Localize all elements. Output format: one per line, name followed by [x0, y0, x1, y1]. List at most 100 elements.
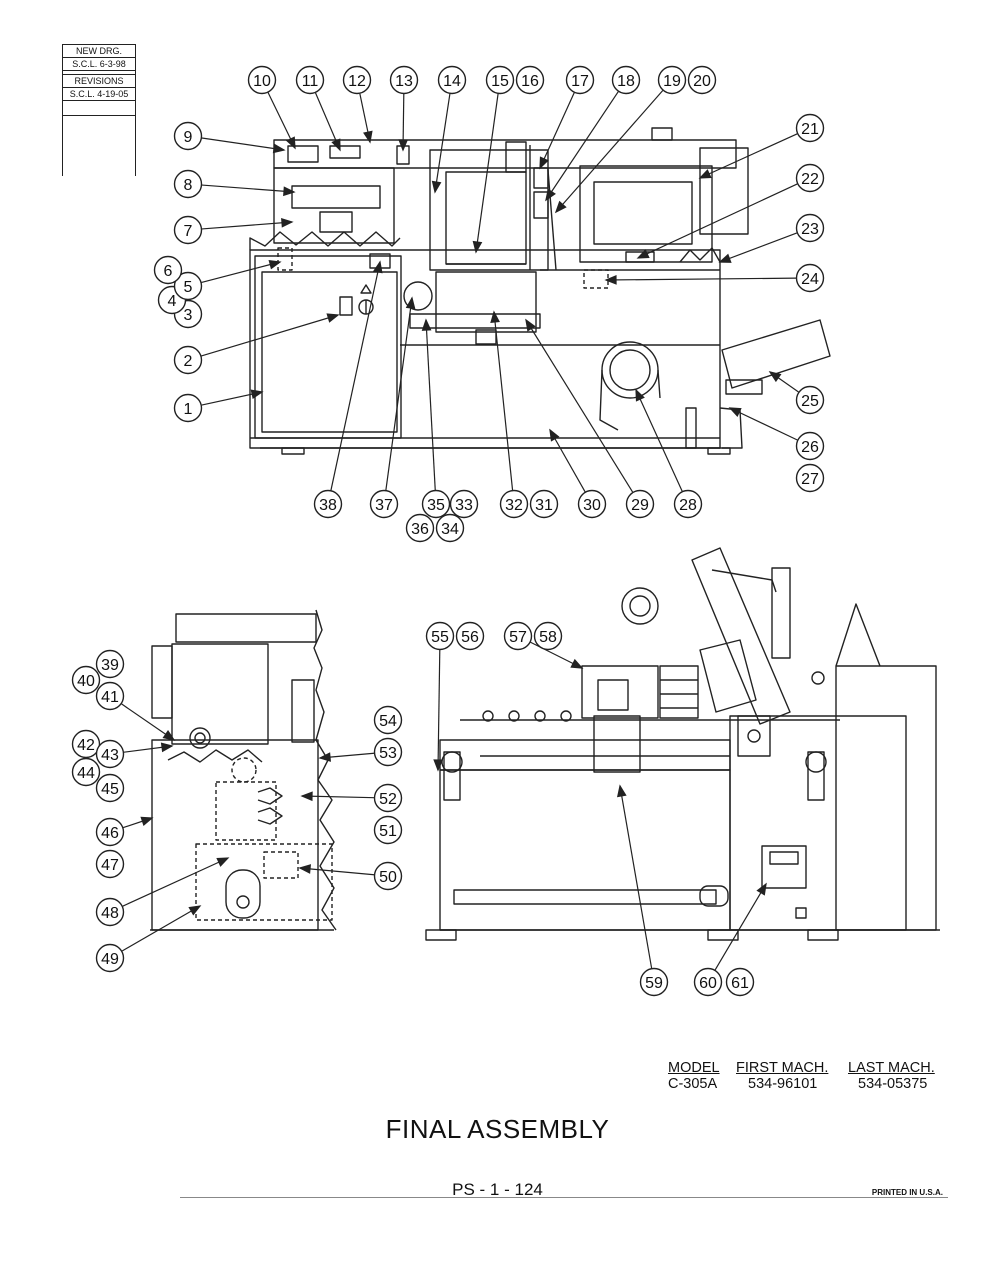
callout-40: 40	[71, 665, 101, 695]
rev-blank	[63, 101, 135, 116]
callout-bubble	[529, 489, 559, 519]
callout-21: 21	[795, 113, 825, 143]
callout-bubble	[725, 967, 755, 997]
model-table: MODEL FIRST MACH. LAST MACH. C-305A 534-…	[668, 1060, 948, 1092]
callout-label: 12	[348, 73, 366, 90]
callout-label: 21	[801, 121, 819, 138]
model-table-header: MODEL FIRST MACH. LAST MACH.	[668, 1060, 948, 1076]
callout-label: 46	[101, 825, 119, 842]
callout-label: 54	[379, 713, 397, 730]
callout-bubble	[95, 773, 125, 803]
leader-line	[637, 183, 798, 259]
leader-line	[121, 703, 175, 741]
callout-label: 10	[253, 73, 271, 90]
callout-bubble	[95, 943, 125, 973]
leader-arrowhead	[570, 658, 584, 669]
callout-50: 50	[373, 861, 403, 891]
callout-label: 4	[168, 293, 177, 310]
callout-label: 58	[539, 629, 557, 646]
callout-bubble	[625, 489, 655, 519]
callout-bubble	[503, 621, 533, 651]
first-mach-header: FIRST MACH.	[736, 1060, 829, 1076]
callout-bubble	[373, 737, 403, 767]
leader-line	[729, 407, 798, 441]
callout-51: 51	[373, 815, 403, 845]
leader-arrowhead	[162, 729, 176, 741]
callout-label: 2	[184, 353, 193, 370]
callout-label: 19	[663, 73, 681, 90]
drawing-title: FINAL ASSEMBLY	[385, 1114, 610, 1144]
callout-label: 34	[441, 521, 459, 538]
leader-arrowhead	[616, 784, 627, 798]
leader-line	[555, 90, 664, 213]
callout-39: 39	[95, 649, 125, 679]
callout-28: 28	[673, 489, 703, 519]
model-value: C-305A	[668, 1076, 718, 1092]
callout-label: 31	[535, 497, 553, 514]
callout-label: 18	[617, 73, 635, 90]
callout-label: 57	[509, 629, 527, 646]
callout-label: 25	[801, 393, 819, 410]
callout-label: 50	[379, 869, 397, 886]
leader-arrowhead	[554, 200, 567, 214]
callout-46: 46	[95, 817, 125, 847]
leader-line	[434, 93, 451, 193]
callout-bubble	[295, 65, 325, 95]
leader-line	[201, 184, 295, 193]
callout-bubble	[449, 489, 479, 519]
callout-bubble	[499, 489, 529, 519]
callout-label: 33	[455, 497, 473, 514]
callout-label: 9	[184, 129, 193, 146]
leader-line	[122, 857, 229, 907]
callout-bubble	[673, 489, 703, 519]
bottom-rule	[180, 1197, 948, 1198]
leader-line	[201, 221, 293, 230]
leader-arrowhead	[545, 188, 556, 202]
callout-bubble	[71, 729, 101, 759]
leader-line	[201, 314, 339, 357]
leader-line	[385, 297, 413, 491]
callout-label: 8	[184, 177, 193, 194]
last-mach-value: 534-05375	[858, 1076, 928, 1092]
callout-label: 27	[801, 471, 819, 488]
callout-bubble	[515, 65, 545, 95]
callout-label: 47	[101, 857, 119, 874]
leader-line	[699, 133, 798, 179]
leader-line	[635, 389, 683, 492]
callout-bubble	[425, 621, 455, 651]
callout-bubble	[173, 215, 203, 245]
leader-line	[121, 905, 201, 952]
callout-bubble	[95, 649, 125, 679]
callout-label: 49	[101, 951, 119, 968]
callout-label: 28	[679, 497, 697, 514]
callout-48: 48	[95, 897, 125, 927]
callout-bubble	[95, 739, 125, 769]
leader-arrowhead	[285, 136, 296, 150]
callout-label: 35	[427, 497, 445, 514]
callout-43: 43	[95, 739, 125, 769]
callout-bubble	[95, 897, 125, 927]
leader-arrowhead	[283, 186, 296, 197]
callout-29: 29	[625, 489, 655, 519]
callout-60: 60	[693, 967, 723, 997]
leader-line	[719, 232, 798, 263]
leader-arrowhead	[472, 240, 483, 254]
leader-arrowhead	[300, 791, 313, 802]
callout-bubble	[173, 345, 203, 375]
callout-33: 33	[449, 489, 479, 519]
callout-bubble	[795, 463, 825, 493]
callout-label: 38	[319, 497, 337, 514]
callout-1: 1	[173, 393, 203, 423]
callout-label: 3	[184, 307, 193, 324]
callout-bubble	[533, 621, 563, 651]
callout-bubble	[313, 489, 343, 519]
leader-line	[301, 795, 375, 799]
leader-arrowhead	[405, 296, 416, 310]
callout-bubble	[657, 65, 687, 95]
printed-note: PRINTED IN U.S.A.	[871, 1188, 943, 1197]
callout-bubble	[95, 849, 125, 879]
callout-bubble	[95, 817, 125, 847]
callout-57: 57	[503, 621, 533, 651]
leader-arrowhead	[318, 752, 331, 762]
callout-label: 16	[521, 73, 539, 90]
